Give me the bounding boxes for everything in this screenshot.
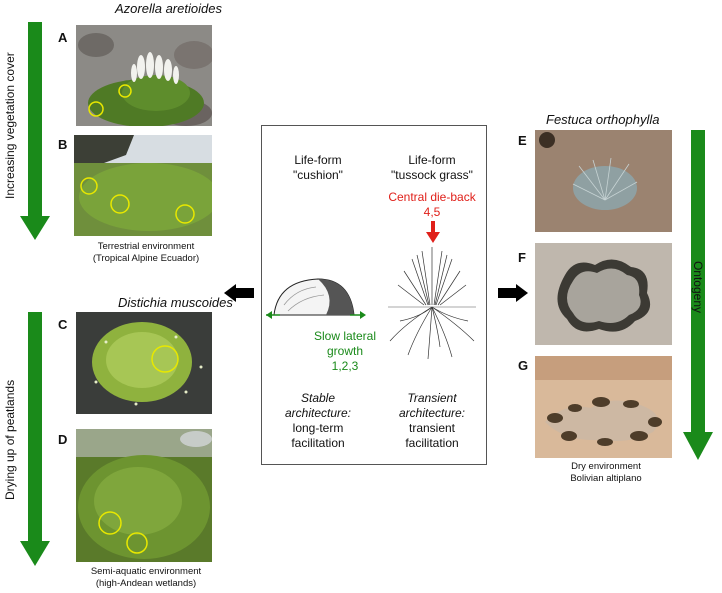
transient-line2: architecture: (398, 406, 466, 420)
dieback-label-text: Central die-back (388, 190, 476, 204)
dieback-refs: 4,5 (423, 205, 441, 219)
caption-semi-aquatic-line1: Semi-aquatic environment (90, 566, 202, 577)
photo-d-distichia-wetland (76, 429, 212, 562)
cushion-title-line2: "cushion" (293, 168, 343, 182)
stable-line3: long-term (292, 421, 344, 435)
red-arrow-down (426, 221, 440, 243)
lateral-label-line2: growth (326, 344, 364, 358)
tussock-grass-drawing (388, 247, 476, 360)
caption-semi-aquatic: Semi-aquatic environment (high-Andean we… (75, 566, 217, 590)
lateral-growth-label: Slow lateral growth 1,2,3 (300, 329, 390, 374)
cushion-title: Life-form "cushion" (262, 153, 374, 183)
caption-semi-aquatic-line2: (high-Andean wetlands) (95, 578, 197, 589)
side-label-drying: Drying up of peatlands (3, 379, 17, 500)
caption-dry-line2: Bolivian altiplano (570, 473, 642, 484)
caption-terrestrial-line1: Terrestrial environment (97, 241, 195, 252)
caption-dry: Dry environment Bolivian altiplano (536, 461, 676, 485)
tussock-title-line1: Life-form (408, 153, 456, 167)
transient-line3: transient (408, 421, 456, 435)
panel-letter-e: E (518, 133, 527, 148)
cushion-plant-drawing (266, 278, 366, 319)
panel-letter-g: G (518, 358, 529, 373)
species-azorella: Azorella aretioides (115, 1, 222, 16)
photo-g-festuca-dieback (535, 356, 672, 458)
green-arrow-drying (20, 312, 50, 566)
caption-terrestrial-line2: (Tropical Alpine Ecuador) (92, 253, 200, 264)
green-arrow-vegetation (20, 22, 50, 240)
lateral-label-line1: Slow lateral (313, 329, 377, 343)
cushion-title-line1: Life-form (294, 153, 342, 167)
stable-line4: facilitation (291, 436, 345, 450)
dieback-label: Central die-back 4,5 (376, 190, 488, 220)
tussock-title: Life-form "tussock grass" (376, 153, 488, 183)
center-box (261, 125, 487, 465)
photo-c-distichia-mound (76, 312, 212, 414)
side-label-ontogeny: Ontogeny (691, 260, 705, 314)
photo-b-azorella-field (74, 135, 212, 236)
stable-architecture-text: Stable architecture: long-term facilitat… (262, 391, 374, 451)
panel-letter-c: C (58, 317, 68, 332)
caption-dry-line1: Dry environment (571, 461, 641, 472)
lateral-refs: 1,2,3 (331, 359, 359, 373)
panel-letter-a: A (58, 30, 68, 45)
black-arrow-right (498, 284, 528, 302)
photo-e-festuca-tussock (535, 130, 672, 232)
species-distichia: Distichia muscoides (118, 295, 233, 310)
panel-letter-b: B (58, 137, 68, 152)
transient-architecture-text: Transient architecture: transient facili… (376, 391, 488, 451)
stable-line1: Stable (300, 391, 336, 405)
caption-terrestrial: Terrestrial environment (Tropical Alpine… (75, 241, 217, 265)
panel-letter-f: F (518, 250, 526, 265)
transient-line4: facilitation (405, 436, 459, 450)
photo-a-azorella-cushion (76, 25, 212, 126)
panel-letter-d: D (58, 432, 68, 447)
black-arrow-left (224, 284, 254, 302)
tussock-title-line2: "tussock grass" (391, 168, 473, 182)
species-festuca: Festuca orthophylla (546, 112, 660, 127)
transient-line1: Transient (407, 391, 457, 405)
side-label-vegetation: Increasing vegetation cover (3, 52, 17, 199)
green-arrow-ontogeny (683, 130, 713, 460)
photo-f-festuca-ring (535, 243, 672, 345)
stable-line2: architecture: (284, 406, 352, 420)
